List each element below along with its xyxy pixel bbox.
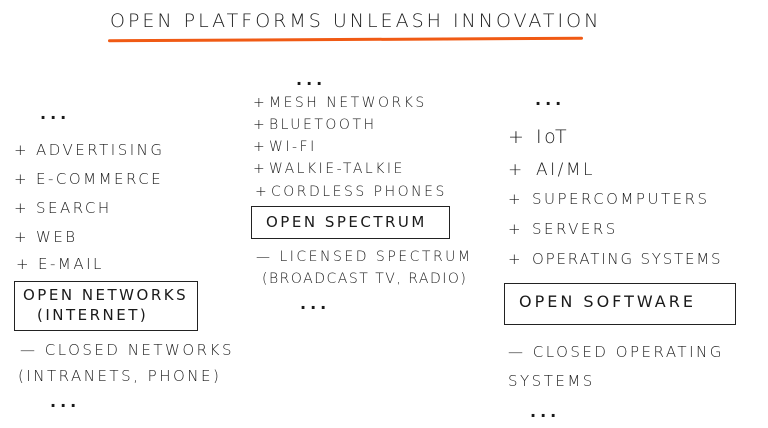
ellipsis-bottom: ...	[300, 294, 331, 313]
list-item: +WEB	[14, 228, 78, 246]
list-item: +SEARCH	[14, 199, 112, 217]
list-item: +CORDLESS PHONES	[255, 184, 447, 200]
plus-icon: +	[253, 161, 268, 177]
list-item: +BLUETOOTH	[253, 117, 377, 133]
closed-networks-examples: (INTRANETS, PHONE)	[18, 367, 222, 385]
page-title: OPEN PLATFORMS UNLEASH INNOVATION	[110, 10, 602, 32]
list-item: +MESH NETWORKS	[253, 95, 427, 111]
list-item: +IoT	[508, 126, 570, 148]
plus-icon: +	[508, 220, 524, 238]
title-underline	[107, 36, 584, 43]
plus-icon: +	[14, 141, 30, 159]
ellipsis-bottom: ...	[50, 392, 81, 411]
list-item: +OPERATING SYSTEMS	[508, 250, 723, 268]
plus-icon: +	[253, 95, 268, 111]
plus-icon: +	[508, 126, 527, 148]
open-software-box: OPEN SOFTWARE	[504, 283, 736, 325]
list-item: +WI-FI	[253, 139, 317, 155]
list-item: +AI/ML	[508, 160, 596, 180]
closed-os-label: — CLOSED OPERATING	[508, 343, 724, 361]
plus-icon: +	[16, 255, 32, 273]
open-spectrum-box: OPEN SPECTRUM	[251, 206, 450, 239]
plus-icon: +	[508, 160, 525, 180]
list-item: +ADVERTISING	[14, 141, 165, 159]
licensed-spectrum-label: — LICENSED SPECTRUM	[256, 249, 473, 265]
list-item: +SUPERCOMPUTERS	[508, 190, 710, 208]
plus-icon: +	[253, 139, 268, 155]
closed-os-label-cont: SYSTEMS	[508, 372, 595, 390]
list-item: +WALKIE-TALKIE	[253, 161, 405, 177]
closed-networks-label: — CLOSED NETWORKS	[20, 341, 234, 359]
licensed-spectrum-examples: (BROADCAST TV, RADIO)	[262, 271, 468, 287]
ellipsis-top: ...	[40, 104, 71, 123]
plus-icon: +	[14, 228, 30, 246]
plus-icon: +	[14, 199, 30, 217]
open-networks-box: OPEN NETWORKS (INTERNET)	[14, 281, 198, 331]
ellipsis-bottom: ...	[530, 402, 561, 421]
plus-icon: +	[253, 117, 268, 133]
plus-icon: +	[508, 250, 523, 268]
list-item: +E-MAIL	[16, 255, 104, 273]
plus-icon: +	[14, 170, 30, 188]
ellipsis-top: ...	[535, 90, 566, 109]
ellipsis-top: ...	[296, 70, 327, 89]
list-item: +SERVERS	[508, 220, 618, 238]
list-item: +E-COMMERCE	[14, 170, 164, 188]
plus-icon: +	[255, 184, 270, 200]
plus-icon: +	[508, 190, 524, 208]
